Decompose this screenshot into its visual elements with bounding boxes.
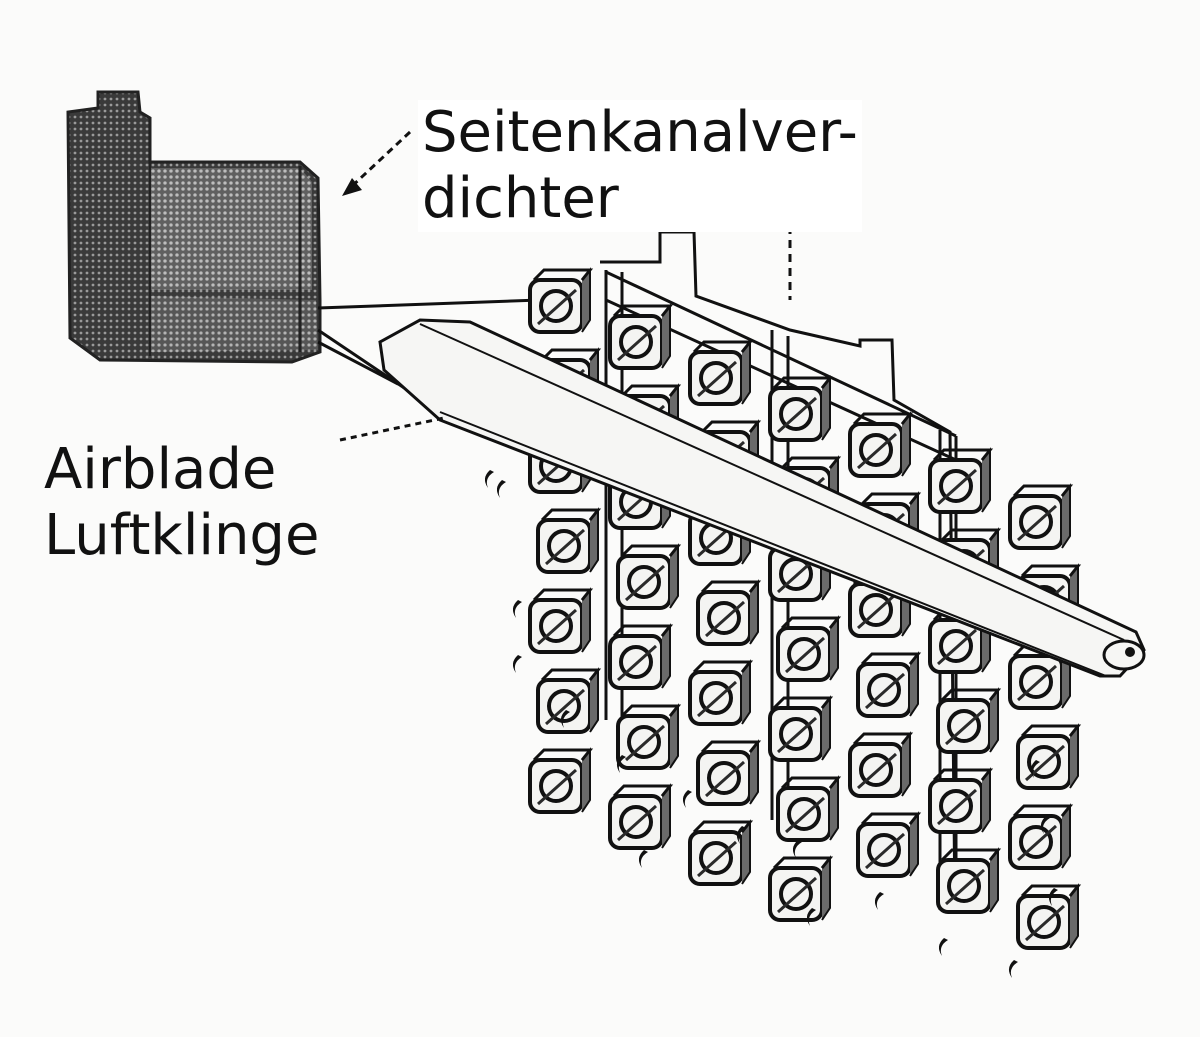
bottle-icon [528, 587, 594, 654]
bottle-icon [616, 703, 682, 770]
droplet-icon [638, 850, 648, 868]
bottle-icon [856, 651, 922, 718]
bottle-icon [1016, 883, 1082, 950]
bottle-icon [536, 507, 602, 574]
bottle-icon [1008, 803, 1074, 870]
droplet-icon [496, 480, 506, 498]
compressor-label-line1: Seitenkanalver- [422, 100, 858, 165]
bottle-icon [768, 855, 834, 922]
droplet-icon [806, 908, 816, 926]
droplet-icon [560, 710, 570, 728]
bottle-icon [528, 267, 594, 334]
droplet-icon [616, 755, 626, 773]
bottle-icon [688, 659, 754, 726]
bottle-icon [688, 819, 754, 886]
bottle-icon [848, 411, 914, 478]
bottle-icon [688, 339, 754, 406]
droplet-icon [736, 826, 746, 844]
bottle-icon [776, 615, 842, 682]
bottle-icon [616, 543, 682, 610]
airblade-label: Airblade Luftklinge [44, 437, 319, 569]
droplet-icon [484, 470, 494, 488]
airblade-label-line1: Airblade [44, 437, 277, 502]
bottle-icon [1008, 483, 1074, 550]
bottle-icon [608, 783, 674, 850]
bottle-icon [848, 731, 914, 798]
bottle-icon [768, 695, 834, 762]
airblade-arrow-icon [339, 416, 445, 442]
bottle-icon [856, 811, 922, 878]
bottle-icon [696, 739, 762, 806]
droplet-icon [938, 938, 948, 956]
compressor-icon [66, 90, 322, 364]
bottle-icon [768, 375, 834, 442]
compressor-arrow-icon [342, 130, 412, 196]
bottle-icon [608, 623, 674, 690]
droplet-icon [682, 790, 692, 808]
bottle-icon [928, 767, 994, 834]
airblade-label-line2: Luftklinge [44, 503, 320, 568]
droplet-icon [1008, 960, 1018, 978]
bottle-icon [936, 847, 1002, 914]
bottle-icon [528, 747, 594, 814]
droplet-icon [1040, 816, 1050, 834]
droplet-icon [792, 840, 802, 858]
bottle-icon [696, 579, 762, 646]
bottle-icon [936, 687, 1002, 754]
bottle-icon [1016, 723, 1082, 790]
droplet-marks [484, 470, 1058, 978]
compressor-label: Seitenkanalver- dichter [418, 100, 862, 232]
droplet-icon [874, 892, 884, 910]
air-knife-icon [378, 318, 1146, 678]
droplet-icon [1048, 888, 1058, 906]
bottle-icon [928, 447, 994, 514]
droplet-icon [512, 655, 522, 673]
droplet-icon [1030, 760, 1040, 778]
bottle-icon [776, 775, 842, 842]
compressor-label-line2: dichter [422, 166, 619, 231]
bottle-icon [536, 667, 602, 734]
droplet-icon [512, 600, 522, 618]
bottle-icon [608, 303, 674, 370]
